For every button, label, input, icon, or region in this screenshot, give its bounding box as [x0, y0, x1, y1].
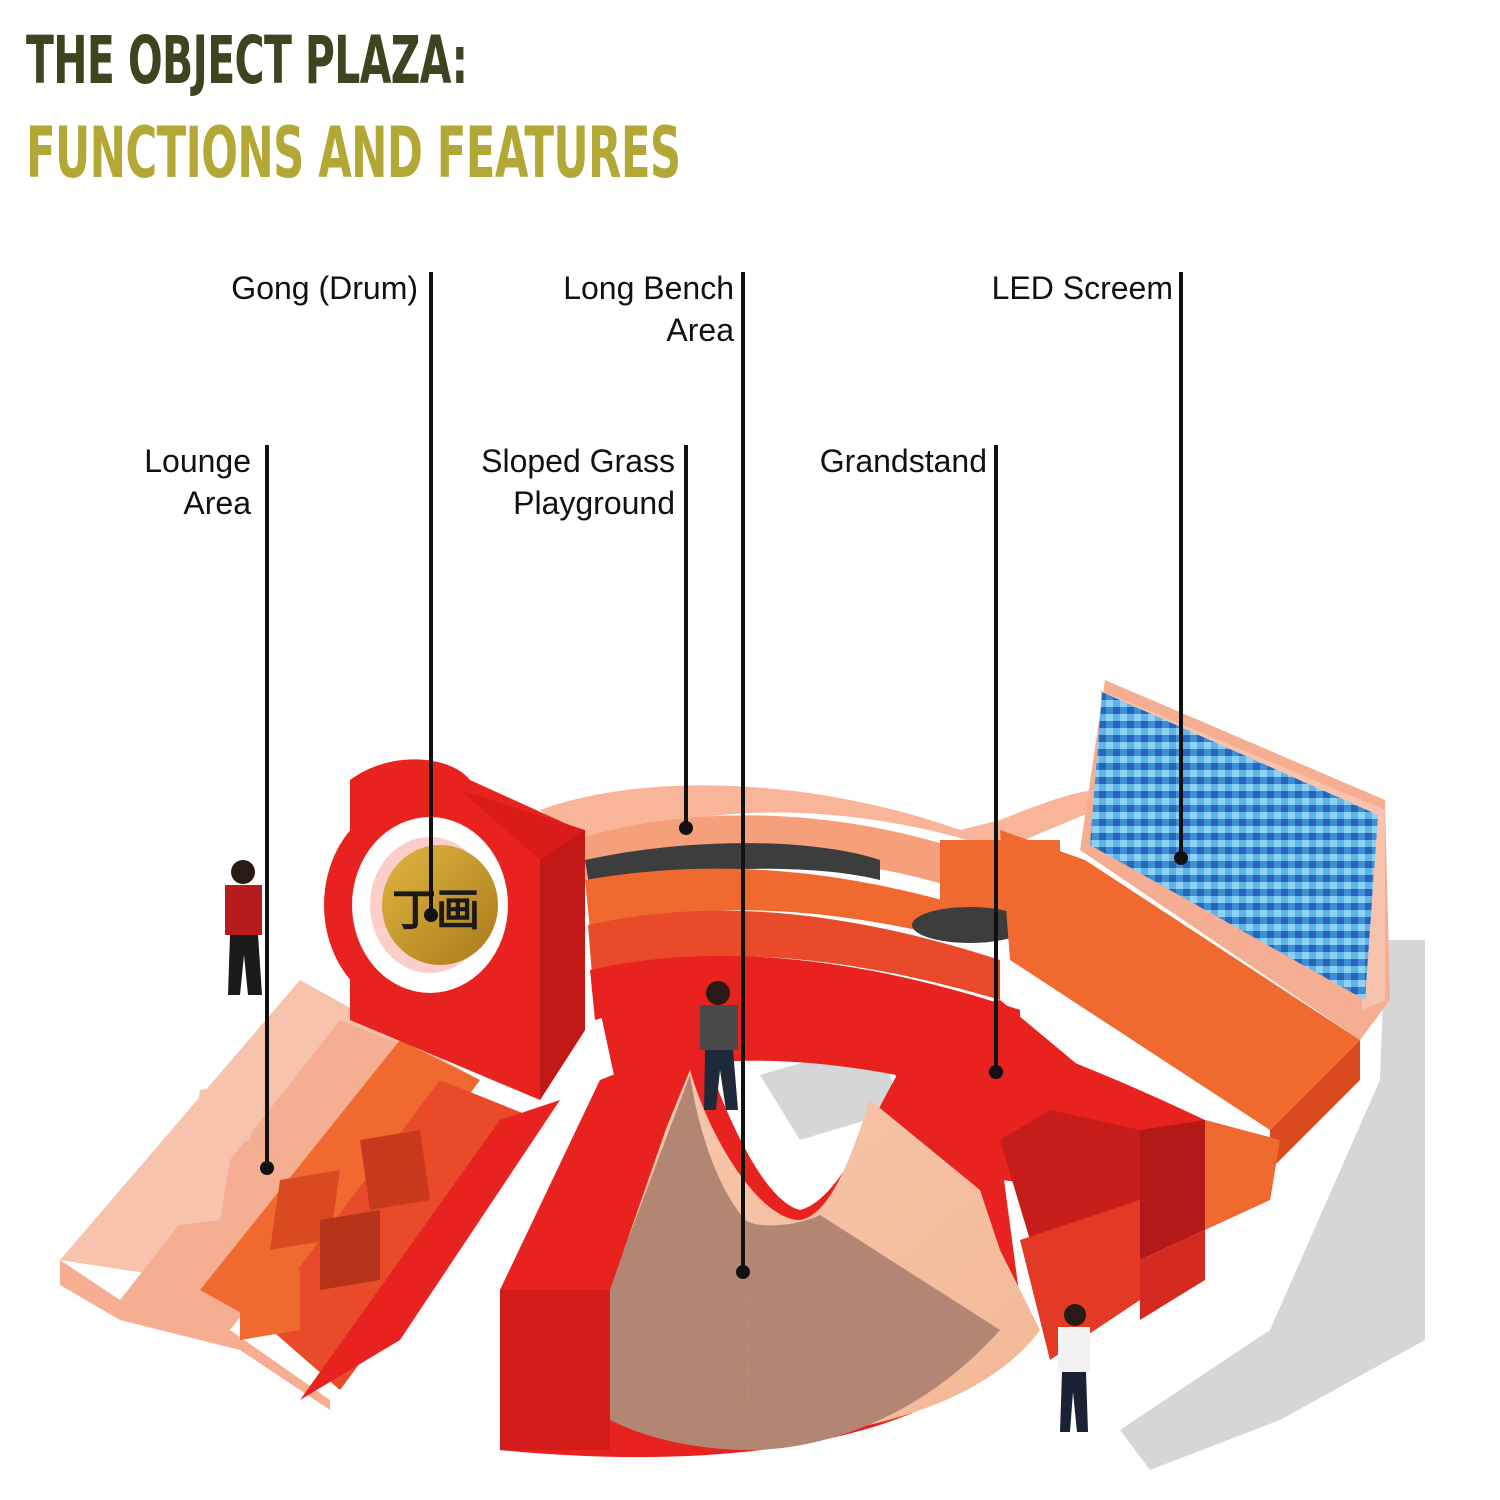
grandstand	[600, 987, 1280, 1360]
label-led-screen: LED Screem	[991, 270, 1173, 306]
label-lounge: Lounge Area	[144, 443, 251, 521]
label-sloped-grass: Sloped Grass Playground	[481, 443, 675, 521]
led-screen-platform	[1000, 680, 1390, 1170]
sloped-grass-playground	[500, 1040, 1040, 1458]
person-center	[700, 981, 738, 1110]
leader-lines	[260, 272, 1188, 1279]
label-grandstand: Grandstand	[819, 443, 987, 479]
lounge-area	[60, 980, 560, 1410]
person-left	[225, 860, 262, 995]
person-right	[1058, 1304, 1090, 1432]
gong-disc	[382, 845, 498, 965]
led-screen	[1090, 692, 1378, 1000]
title-line-1: THE OBJECT PLAZA:	[26, 22, 468, 99]
title-line-2: FUNCTIONS AND FEATURES	[26, 112, 681, 194]
label-gong: Gong (Drum)	[231, 270, 418, 306]
label-long-bench: Long Bench Area	[563, 270, 734, 348]
gong-drum: 丁画	[324, 759, 585, 1100]
